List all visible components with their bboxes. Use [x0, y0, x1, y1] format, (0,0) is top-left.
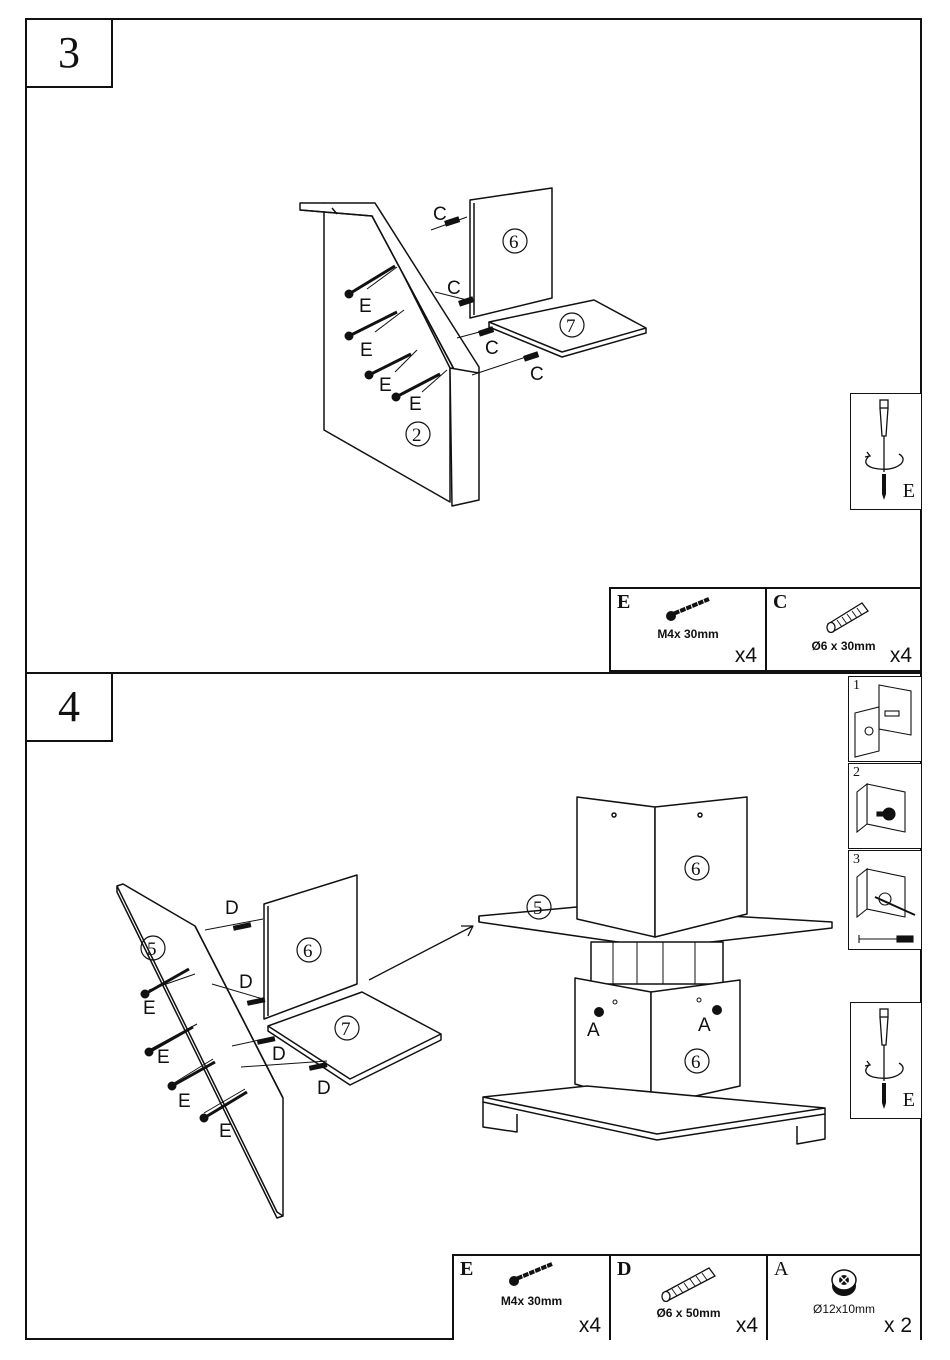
fastener-label: C — [433, 204, 447, 225]
cam-lock-detail-icon — [849, 764, 921, 848]
lower-corner-panel-b — [651, 980, 740, 1106]
parts-list: E M4x 30mm x4 D Ø6 x 50mm x4 — [452, 1254, 922, 1340]
part-quantity: x4 — [735, 644, 757, 668]
tool-part-letter: E — [903, 480, 915, 503]
fastener-label: D — [317, 1078, 331, 1099]
fastener-label: E — [379, 375, 392, 396]
part-quantity: x4 — [579, 1314, 601, 1338]
fastener-label: E — [219, 1121, 232, 1142]
fastener-label: C — [447, 278, 461, 299]
fastener-label: E — [178, 1091, 191, 1112]
part-quantity: x4 — [736, 1314, 758, 1338]
fastener-label: E — [409, 394, 422, 415]
panel-number-6: 6 — [303, 941, 313, 962]
screwdriver-tool-box: E — [850, 393, 922, 510]
fastener-label: E — [359, 296, 372, 317]
part-spec: M4x 30mm — [454, 1294, 609, 1308]
part-letter: A — [774, 1258, 788, 1281]
instruction-page: 3 — [25, 18, 922, 1340]
part-e-screw: E M4x 30mm x4 — [454, 1256, 611, 1340]
panel-number-6: 6 — [691, 1052, 701, 1073]
part-letter: E — [617, 591, 630, 614]
fastener-label: A — [587, 1020, 600, 1041]
fastener-label: A — [698, 1015, 711, 1036]
panel-number-5: 5 — [147, 939, 157, 960]
part-e-screw: E M4x 30mm x4 — [611, 589, 767, 670]
step-3-panel: 3 — [27, 20, 920, 674]
part-spec: M4x 30mm — [611, 627, 765, 641]
fastener-label: D — [272, 1044, 286, 1065]
cam-lock-detail-icon — [849, 851, 921, 949]
upper-corner-panel-b — [655, 797, 747, 937]
part-letter: C — [773, 591, 787, 614]
dowel-icon — [822, 597, 874, 633]
panel-number-5: 5 — [533, 898, 543, 919]
cam-lock-detail-icon — [849, 677, 921, 761]
step-4-illustration: D D D D E E E E A A 5 6 7 5 6 6 — [27, 674, 920, 1338]
cam-lock-detail-3: 3 — [848, 850, 922, 950]
panel-6 — [470, 188, 552, 318]
screwdriver-tool-box: E — [850, 1002, 922, 1119]
part-letter: D — [617, 1258, 631, 1281]
panel-2 — [324, 203, 450, 502]
part-a-cam-lock: A Ø12x10mm x 2 — [768, 1256, 920, 1340]
tool-part-letter: E — [903, 1089, 915, 1112]
fastener-label: C — [485, 338, 499, 359]
assembly-arrow — [369, 926, 473, 980]
upper-corner-panel-a — [577, 797, 655, 937]
part-letter: E — [460, 1258, 473, 1281]
part-quantity: x4 — [890, 644, 912, 668]
dowel-icon — [657, 1262, 721, 1302]
fastener-label: D — [239, 972, 253, 993]
part-d-dowel: D Ø6 x 50mm x4 — [611, 1256, 768, 1340]
cam-lock-detail-1: 1 — [848, 676, 922, 762]
screw-icon — [663, 595, 715, 623]
panel-number-6: 6 — [509, 232, 519, 253]
panel-number-6: 6 — [691, 859, 701, 880]
cam-lock-icon — [828, 1266, 860, 1298]
front-edge — [450, 368, 479, 506]
fastener-label: E — [360, 340, 373, 361]
bottom-shelf — [483, 1086, 825, 1134]
step-3-illustration: C C C C E E E E 6 7 2 — [27, 20, 920, 672]
panel-number-7: 7 — [341, 1019, 351, 1040]
panel-number-7: 7 — [566, 316, 576, 337]
fastener-label: E — [143, 998, 156, 1019]
parts-list: E M4x 30mm x4 C Ø6 x 30mm x4 — [609, 587, 922, 672]
screw-icon — [506, 1260, 558, 1288]
fastener-label: C — [530, 364, 544, 385]
part-c-dowel: C Ø6 x 30mm x4 — [767, 589, 920, 670]
part-quantity: x 2 — [884, 1314, 912, 1338]
panel-number-2: 2 — [412, 425, 422, 446]
fastener-label: D — [225, 898, 239, 919]
fastener-label: E — [157, 1047, 170, 1068]
cam-lock-detail-2: 2 — [848, 763, 922, 849]
step-4-panel: 4 — [27, 674, 920, 1340]
